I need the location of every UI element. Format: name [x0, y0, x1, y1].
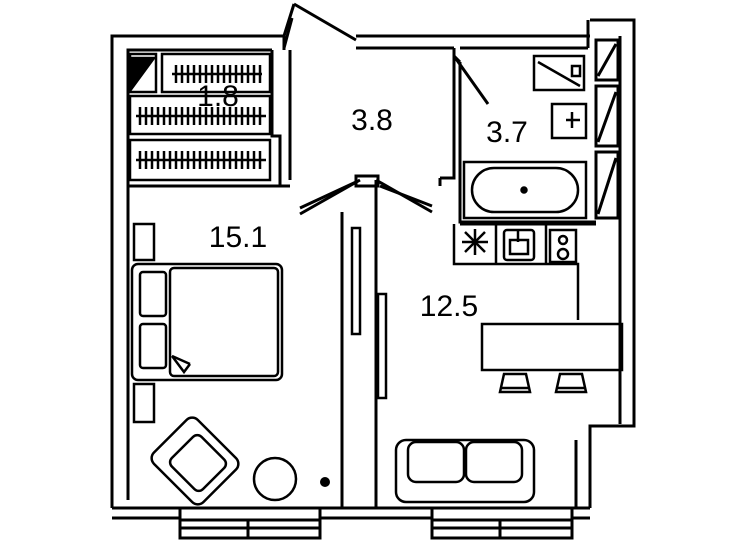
- entrance-door: [282, 2, 357, 50]
- fridge-icon: [462, 229, 488, 255]
- sofa-icon: [394, 438, 536, 504]
- interior-walls: [128, 48, 596, 510]
- kitchen-sink-icon: [502, 228, 536, 262]
- right-windows: [594, 38, 620, 220]
- nightstand-bottom: [132, 382, 156, 424]
- bottom-window-left: [178, 506, 322, 540]
- stove-icon: [548, 228, 578, 264]
- plant-dot: [320, 477, 330, 487]
- armchair-icon: [150, 416, 240, 506]
- storage-hangers: [138, 65, 262, 169]
- bathroom-door: [452, 54, 490, 105]
- bar-stools: [498, 372, 588, 394]
- area-label-bedroom: 15.1: [209, 221, 267, 254]
- area-label-kitchen-living: 12.5: [420, 290, 478, 323]
- area-label-hall: 3.8: [351, 104, 393, 137]
- shower-icon: [532, 54, 586, 92]
- bed-icon: [130, 262, 284, 382]
- area-label-bathroom: 3.7: [486, 116, 528, 149]
- outer-walls: [110, 18, 636, 520]
- sink-icon: [550, 102, 588, 140]
- hall-doors: [299, 178, 433, 216]
- round-table-icon: [252, 456, 298, 502]
- dining-table: [480, 322, 624, 372]
- area-label-storage: 1.8: [197, 80, 239, 113]
- wardrobe-handles: [350, 226, 388, 400]
- nightstand-top: [132, 222, 156, 262]
- bottom-window-right: [430, 506, 574, 540]
- bathtub-icon: [462, 160, 588, 220]
- kitchen-counter: [452, 224, 580, 320]
